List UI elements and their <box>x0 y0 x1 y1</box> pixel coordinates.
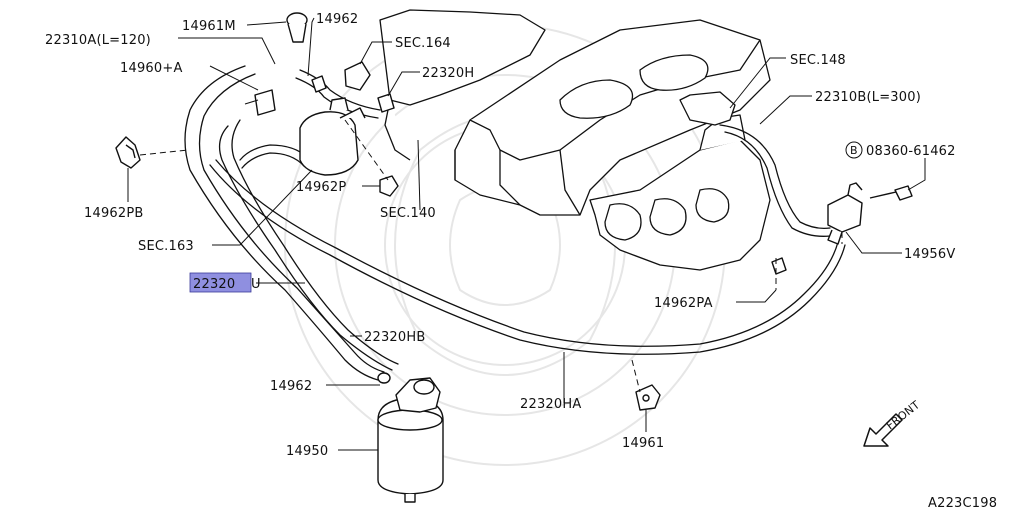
engine-top-partial <box>379 9 546 161</box>
hose-22320HB <box>218 119 399 371</box>
diagram-code: A223C198 <box>928 496 997 511</box>
callout-14961: 14961 <box>622 436 664 451</box>
search-highlight <box>189 272 252 293</box>
hose-short-loop <box>239 144 309 169</box>
dashed-reference-lines <box>139 119 843 393</box>
callout-SEC163: SEC.163 <box>138 239 194 254</box>
callout-SEC140: SEC.140 <box>380 206 436 221</box>
clip-14962PA <box>771 257 787 275</box>
callout-14962-bottom: 14962 <box>270 379 312 394</box>
callout-labels: 22310A(L=120) 14961M 14962 SEC.164 14960… <box>45 12 997 511</box>
hose-22320HA <box>209 159 846 355</box>
bolt-callout: B 08360-61462 <box>845 141 956 159</box>
leader-lines <box>127 17 926 451</box>
solenoid-valve-14956V <box>827 182 863 245</box>
callout-SEC148: SEC.148 <box>790 53 846 68</box>
callout-14962PA: 14962PA <box>654 296 713 311</box>
engine-cylinder-head <box>454 19 771 216</box>
callout-22320U-group: 22320 U <box>189 272 261 293</box>
hose-22320U <box>184 65 385 381</box>
callout-14962P: 14962P <box>296 180 346 195</box>
callout-22310A: 22310A(L=120) <box>45 33 151 48</box>
callout-14960A: 14960+A <box>120 61 183 76</box>
clip-14962PB <box>115 136 141 169</box>
front-label: FRONT <box>884 398 922 432</box>
callout-14962-top: 14962 <box>316 12 358 27</box>
callout-22320HB: 22320HB <box>364 330 425 345</box>
callout-22320HA: 22320HA <box>520 397 581 412</box>
callout-14950: 14950 <box>286 444 328 459</box>
canister-14950 <box>377 377 444 503</box>
front-direction-arrow: FRONT <box>863 398 922 447</box>
callout-14961M: 14961M <box>182 19 236 34</box>
callout-22320H: 22320H <box>422 66 474 81</box>
connector-14960A <box>244 89 276 116</box>
vacuum-tank-part <box>299 97 366 176</box>
bracket-14961 <box>635 384 661 411</box>
callout-14956V: 14956V <box>904 247 955 262</box>
callout-14962PB: 14962PB <box>84 206 144 221</box>
callout-SEC164: SEC.164 <box>395 36 451 51</box>
clip-14962P <box>379 175 399 197</box>
callout-22320U-suffix: U <box>251 277 261 292</box>
clip-14961M <box>286 12 308 43</box>
connector-sec164 <box>344 61 371 91</box>
clip-14962-top <box>311 75 327 93</box>
bolt-08360 <box>869 185 913 201</box>
callout-22310B: 22310B(L=300) <box>815 90 921 105</box>
callout-22320U-highlight: 22320 <box>193 277 235 292</box>
engine-intake-manifold <box>589 91 771 271</box>
hose-22310B <box>719 124 831 237</box>
bolt-marker: B <box>850 144 858 157</box>
clip-14962-bottom <box>377 372 391 384</box>
clip-22320H <box>377 93 395 113</box>
callout-bolt: 08360-61462 <box>866 144 956 159</box>
